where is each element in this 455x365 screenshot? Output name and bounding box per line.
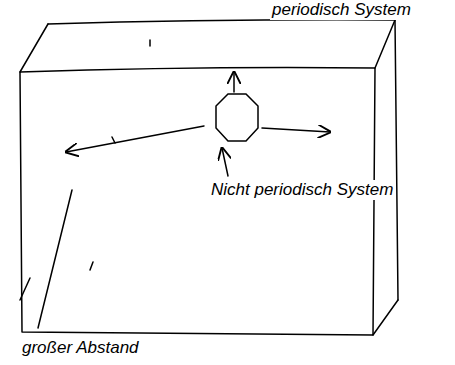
left-arrow [66, 126, 204, 152]
octagon-shape [213, 92, 261, 144]
leader-line [222, 148, 228, 176]
box-node: periodisch SystemNicht periodisch System [15, 0, 415, 345]
box-front-face [20, 68, 375, 336]
sketch-tick [90, 40, 150, 270]
node-label: periodisch System [270, 0, 413, 20]
octagon-outline [216, 94, 258, 141]
node-label: Nicht periodisch System [209, 180, 395, 200]
note-label: großer Abstand [20, 338, 141, 358]
right-arrow [262, 128, 330, 132]
octagon-node: Nicht periodisch System [205, 92, 435, 207]
up-arrow [233, 72, 235, 92]
leader-line [20, 190, 72, 328]
box-back-edges [48, 20, 398, 300]
box-depth-edges [20, 20, 398, 335]
